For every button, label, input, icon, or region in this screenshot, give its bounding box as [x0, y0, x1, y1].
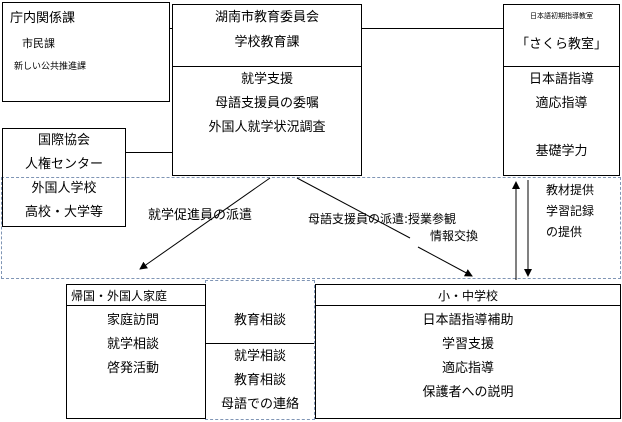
sakura-classroom-item-1: 日本語指導 [528, 72, 594, 87]
school-item-1: 日本語指導補助 [422, 313, 514, 328]
school-item-3: 適応指導 [441, 361, 494, 376]
family-item-1: 家庭訪問 [107, 313, 160, 328]
label-support-dispatch-line2: 情報交換 [430, 229, 479, 243]
middle-top-consult: 教育相談 [233, 313, 286, 328]
school-divider [315, 305, 621, 306]
education-board-task-2: 母語支援員の委嘱 [214, 96, 319, 111]
middle-item-2: 教育相談 [233, 373, 286, 388]
sakura-classroom-divider [503, 66, 620, 67]
school-title: 小・中学校 [437, 289, 498, 303]
label-support-dispatch-line1: 母語支援員の派遣:授業参観 [308, 212, 457, 226]
gov-departments-box [2, 2, 170, 102]
connector-gov-board [170, 28, 172, 29]
label-materials-3: の提供 [546, 225, 583, 239]
label-promoter-dispatch: 就学促進員の派遣 [148, 208, 253, 223]
sakura-classroom-item-2: 適応指導 [535, 96, 588, 111]
sakura-classroom-item-3: 基礎学力 [535, 144, 588, 159]
label-materials-2: 学習記録 [546, 204, 595, 218]
label-materials-1: 教材提供 [546, 183, 595, 197]
education-board-dept: 学校教育課 [234, 35, 300, 50]
middle-item-1: 就学相談 [233, 349, 286, 364]
family-item-2: 就学相談 [107, 337, 160, 352]
sakura-classroom-note: 日本語初期指導教室 [530, 12, 593, 20]
education-board-title: 湖南市教育委員会 [214, 10, 319, 25]
family-divider [66, 305, 206, 306]
arrow-to-school [417, 246, 473, 277]
connector-partners-board [126, 152, 172, 153]
partner-item-4: 高校・大学等 [24, 205, 103, 220]
connector-board-classroom [362, 28, 504, 29]
family-title: 帰国・外国人家庭 [71, 289, 168, 303]
partner-item-1: 国際協会 [37, 133, 90, 148]
gov-item-citizen: 市民課 [22, 37, 55, 50]
gov-departments-title: 庁内関係課 [10, 11, 76, 26]
arrow-to-school-upper [296, 177, 411, 239]
partners-box [2, 128, 126, 227]
arrow-to-family [139, 177, 271, 270]
school-item-2: 学習支援 [441, 337, 494, 352]
family-item-3: 啓発活動 [107, 361, 160, 376]
education-board-divider [172, 66, 362, 67]
middle-divider [206, 343, 314, 344]
sakura-classroom-box [503, 4, 620, 176]
partner-item-2: 人権センター [24, 157, 103, 172]
partner-item-3: 外国人学校 [31, 181, 97, 196]
education-board-task-3: 外国人就学状況調査 [208, 120, 326, 135]
school-item-4: 保護者への説明 [422, 385, 514, 400]
education-board-task-1: 就学支援 [240, 72, 293, 87]
dashed-frame-upper [1, 177, 621, 279]
sakura-classroom-title: 「さくら教室」 [515, 37, 607, 52]
gov-item-public: 新しい公共推進課 [14, 62, 87, 72]
education-board-box [172, 4, 362, 176]
middle-item-3: 母語での連絡 [220, 397, 299, 412]
family-box [66, 284, 206, 419]
school-box [315, 284, 621, 419]
